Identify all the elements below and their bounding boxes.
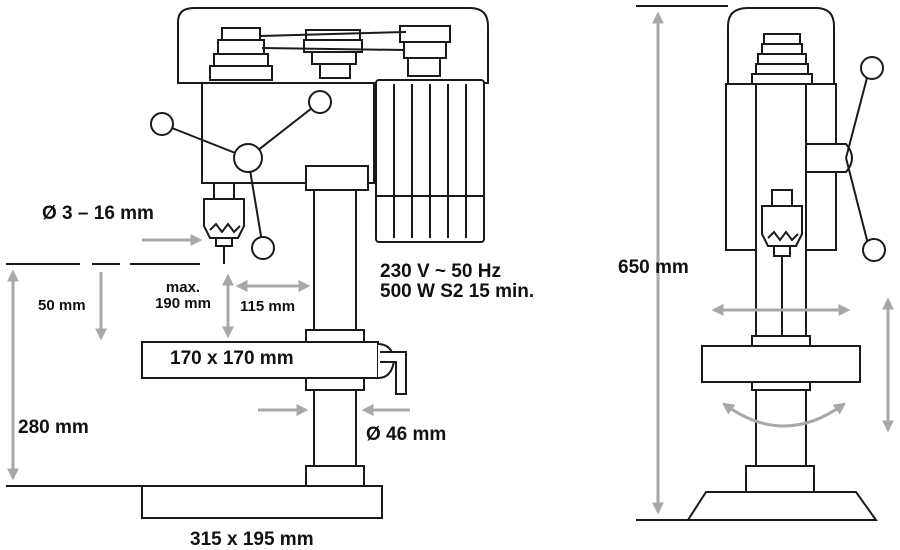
base-plate (141, 485, 383, 519)
chuck-range-label: Ø 3 – 16 mm (42, 203, 154, 224)
table-height-label: 280 mm (18, 417, 89, 438)
column-diameter-label: Ø 46 mm (366, 424, 447, 445)
max-label: max. (165, 279, 201, 296)
depth-small-label: 50 mm (38, 297, 86, 314)
column-collar (305, 465, 365, 487)
motor-spec-line1: 230 V ~ 50 Hz (380, 261, 501, 282)
side-handle-hub (805, 143, 853, 173)
base-size-label: 315 x 195 mm (190, 529, 314, 550)
front-dimension-arrows (6, 234, 410, 481)
table-height-reference (6, 263, 200, 487)
feed-handle[interactable] (150, 90, 332, 260)
spindle-pulley (209, 27, 273, 81)
table-rotate-arrow (722, 402, 846, 428)
max-stroke-label: max. 190 mm (148, 280, 218, 312)
side-collar (745, 465, 815, 493)
total-height-label: 650 mm (618, 257, 689, 278)
side-feed-handle[interactable] (845, 56, 886, 262)
motor (375, 79, 485, 243)
throat-label: 115 mm (240, 298, 296, 315)
side-dimension-arrows (652, 11, 894, 515)
side-work-table (701, 345, 861, 383)
max-value: 190 mm (155, 294, 211, 312)
table-size-label: 170 x 170 mm (170, 348, 294, 369)
side-base (686, 491, 878, 521)
side-dimension-lines (636, 5, 728, 521)
motor-spec-line2: 500 W S2 15 min. (380, 280, 535, 302)
front-view (141, 7, 489, 519)
side-view (686, 7, 886, 521)
chuck (203, 182, 245, 264)
side-chuck (761, 189, 803, 340)
motor-spec-label: 230 V ~ 50 Hz 500 W S2 15 min. (380, 262, 534, 302)
